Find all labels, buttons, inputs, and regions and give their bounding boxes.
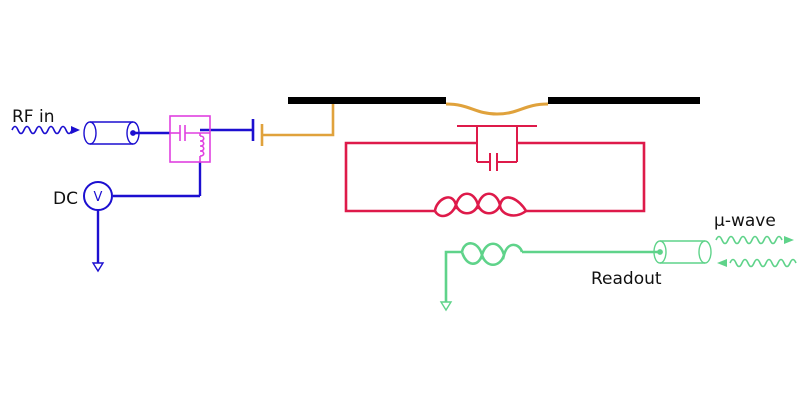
coax-cable-icon xyxy=(653,240,712,264)
mechanical-section xyxy=(260,102,549,146)
voltmeter-icon: V xyxy=(83,181,113,211)
microwave-out-arrow-icon xyxy=(715,235,794,245)
membrane-bend xyxy=(445,102,549,116)
voltmeter-symbol: V xyxy=(94,190,103,205)
actuator-wire xyxy=(262,104,335,137)
variable-capacitor-icon xyxy=(457,125,537,171)
bias-tee xyxy=(169,115,211,163)
membrane-left xyxy=(288,97,446,104)
rf-wave-arrow-icon xyxy=(11,125,80,135)
readout-label: Readout xyxy=(591,269,662,289)
ground-icon xyxy=(91,262,105,273)
membrane-right xyxy=(548,97,700,104)
dc-label: DC xyxy=(53,189,78,209)
rf-input-section: RF in V DC xyxy=(11,107,253,273)
lc-wire-right xyxy=(517,141,646,213)
coax-cable-icon xyxy=(83,121,140,145)
rf-in-label: RF in xyxy=(12,107,55,127)
bias-tee-box xyxy=(169,115,211,163)
readout-coil-icon xyxy=(460,242,524,267)
readout-section xyxy=(439,235,797,312)
ground-icon xyxy=(439,301,453,312)
inductor-coil-icon xyxy=(433,192,528,218)
lc-circuit xyxy=(344,125,646,218)
readout-ground-wire xyxy=(444,250,462,302)
inductor-coil-icon xyxy=(199,133,205,162)
microwave-label: μ-wave xyxy=(714,211,776,231)
microwave-in-arrow-icon xyxy=(717,258,797,268)
capacitor-icon xyxy=(170,125,210,141)
lc-wire-left xyxy=(344,141,477,213)
